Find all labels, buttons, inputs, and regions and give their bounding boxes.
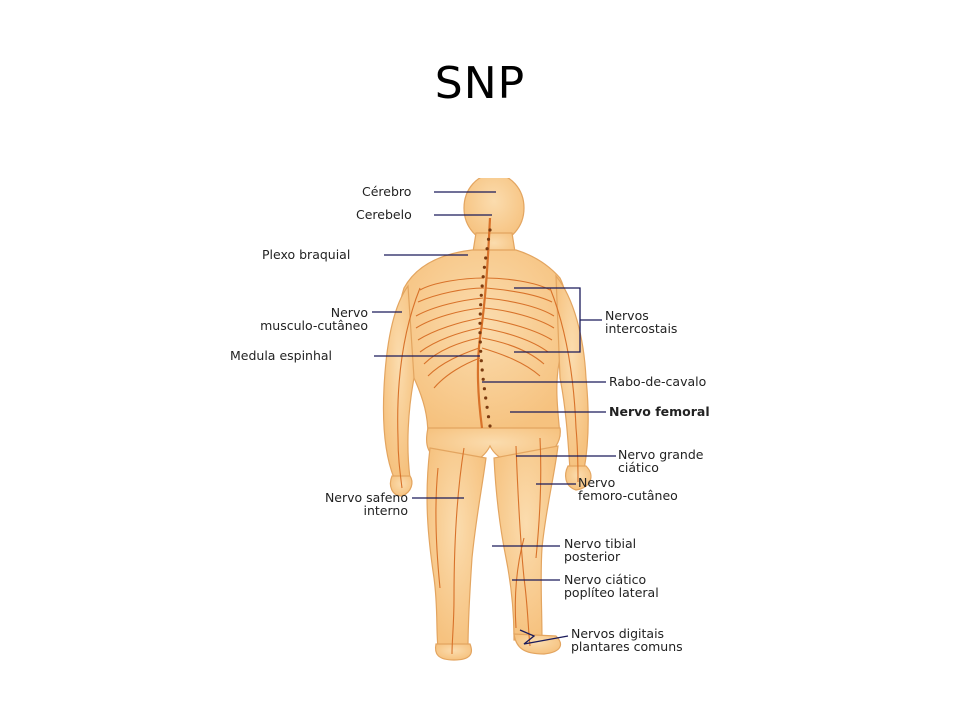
- nerves: [397, 217, 579, 655]
- label-line: Nervos: [605, 308, 649, 323]
- spine-dot: [479, 303, 483, 307]
- label-line: Nervos digitais: [571, 626, 665, 641]
- spine-dot: [481, 377, 485, 381]
- right-sciatic: [515, 445, 531, 647]
- left-foot: [434, 643, 473, 661]
- spine-dot: [478, 321, 482, 325]
- spine-dot: [479, 359, 483, 363]
- left-hand: [389, 475, 413, 497]
- spine-dot: [486, 237, 491, 241]
- slide-title: SNP: [434, 58, 526, 109]
- label-line: Nervo tibial: [564, 536, 637, 551]
- right-femoral: [535, 437, 542, 559]
- spine-dot: [478, 312, 482, 316]
- label-line: femoro-cutâneo: [578, 488, 678, 503]
- spine-dot: [480, 284, 484, 288]
- body-silhouette: [382, 178, 592, 661]
- label-nervos-intercostais: Nervos intercostais: [605, 309, 677, 335]
- label-nervo-grande-ciatico: Nervo grande ciático: [618, 448, 703, 474]
- leader-lines: [372, 191, 616, 645]
- label-nervo-tibial-posterior: Nervo tibial posterior: [564, 537, 636, 563]
- right-arm: [555, 274, 589, 471]
- label-line: Nervo safeno: [324, 490, 408, 505]
- label-line: musculo-cutâneo: [260, 318, 368, 333]
- spine-dot: [481, 275, 485, 279]
- spine-dot: [478, 340, 482, 344]
- label-line: Nervo: [578, 475, 616, 490]
- spine-dot: [485, 405, 489, 409]
- label-nervo-ciatico-popliteo-lateral: Nervo ciático poplíteo lateral: [564, 573, 659, 599]
- left-saphenous: [435, 467, 441, 589]
- label-line: intercostais: [605, 321, 678, 336]
- label-nervo-femoro-cutaneo: Nervo femoro-cutâneo: [578, 476, 678, 502]
- left-arm-nerve: [397, 287, 421, 489]
- label-line: posterior: [564, 549, 621, 564]
- label-line: ciático: [618, 460, 659, 475]
- left-sciatic: [451, 447, 465, 655]
- body-illustration: [372, 178, 616, 661]
- spine-dot: [478, 331, 482, 335]
- label-cerebro: Cérebro: [362, 184, 412, 199]
- spine-dot: [482, 265, 486, 269]
- leader-digitais-bracket: [519, 629, 569, 645]
- left-leg: [426, 447, 487, 649]
- spine-dot: [488, 228, 492, 232]
- spine-dot: [488, 424, 492, 428]
- label-line: poplíteo lateral: [564, 585, 659, 600]
- label-nervo-musculo-cutaneo: Nervo musculo-cutâneo: [254, 306, 368, 332]
- spine-dot: [480, 368, 484, 372]
- spine-dot: [482, 387, 486, 391]
- label-nervos-digitais-plantares: Nervos digitais plantares comuns: [571, 627, 683, 653]
- label-line: Nervo: [330, 305, 368, 320]
- spinal-cord: [476, 217, 492, 429]
- label-line: plantares comuns: [571, 639, 683, 654]
- label-nervo-safeno-interno: Nervo safeno interno: [284, 491, 408, 517]
- label-nervo-femoral: Nervo femoral: [609, 404, 710, 419]
- label-line: Nervo grande: [618, 447, 704, 462]
- right-popliteal: [514, 537, 525, 629]
- spine-dot: [479, 293, 483, 297]
- label-line: interno: [363, 503, 408, 518]
- label-medula-espinhal: Medula espinhal: [230, 348, 333, 363]
- spine-dot: [485, 247, 489, 251]
- label-rabo-de-cavalo: Rabo-de-cavalo: [609, 374, 707, 389]
- right-leg: [493, 445, 559, 641]
- head: [463, 178, 525, 243]
- spine-dot: [486, 415, 491, 419]
- nervous-system-figure: Cérebro Cerebelo Plexo braquial Nervo mu…: [224, 178, 744, 664]
- label-plexo-braquial: Plexo braquial: [262, 247, 351, 262]
- right-arm-nerve: [549, 287, 579, 483]
- spine-dot: [484, 256, 488, 260]
- spinal-dots: [478, 228, 492, 428]
- spine-dot: [479, 349, 483, 353]
- right-foot: [513, 633, 562, 655]
- label-cerebelo: Cerebelo: [356, 207, 412, 222]
- spine-dot: [484, 396, 488, 400]
- label-line: Nervo ciático: [564, 572, 647, 587]
